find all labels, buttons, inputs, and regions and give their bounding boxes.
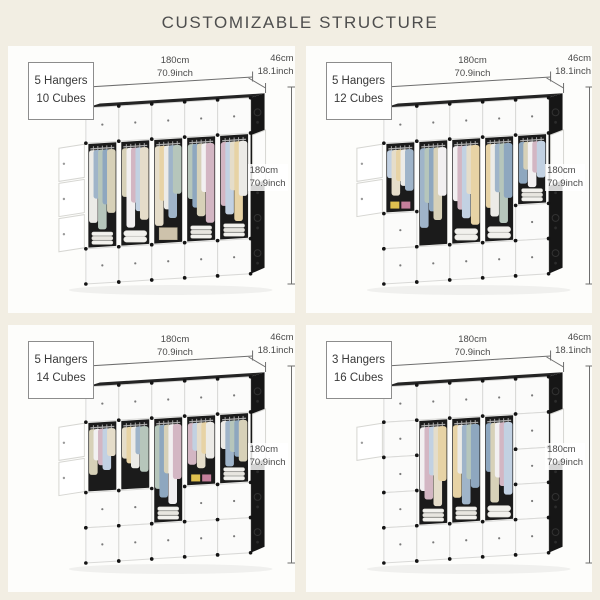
height-inch: 70.9inch <box>249 456 286 468</box>
height-cm: 180cm <box>547 165 576 176</box>
width-inch: 70.9inch <box>454 346 491 358</box>
wardrobe-illustration <box>58 350 295 574</box>
depth-inch: 18.1inch <box>555 344 591 356</box>
config-label-box: 5 Hangers 12 Cubes <box>325 62 392 120</box>
height-dimension-label: 180cm 70.9inch <box>247 164 288 192</box>
height-cm: 180cm <box>249 444 279 455</box>
config-label-box: 3 Hangers 16 Cubes <box>325 341 392 399</box>
depth-inch: 18.1inch <box>257 65 294 77</box>
depth-cm: 46cm <box>567 53 591 64</box>
page-title: CUSTOMIZABLE STRUCTURE <box>161 12 439 32</box>
height-cm: 180cm <box>547 444 576 455</box>
variant-panel-5h-12c: 5 Hangers 12 Cubes 180cm 70.9inch 46cm 1… <box>305 46 592 313</box>
wardrobe-illustration <box>58 71 295 295</box>
cube-count-label: 12 Cubes <box>333 92 384 105</box>
wardrobe-illustration <box>355 71 592 295</box>
hanger-count-label: 3 Hangers <box>331 354 386 366</box>
variant-panel-5h-14c: 5 Hangers 14 Cubes 180cm 70.9inch 46cm 1… <box>8 325 295 592</box>
cube-count-label: 10 Cubes <box>36 92 86 105</box>
depth-dimension-label: 46cm 18.1inch <box>258 53 294 78</box>
variant-grid: 5 Hangers 10 Cubes 180cm 70.9inch 46cm 1… <box>8 46 592 592</box>
height-dimension-label: 180cm 70.9inch <box>247 443 288 471</box>
depth-inch: 18.1inch <box>555 65 591 77</box>
hanger-count-label: 5 Hangers <box>34 75 88 87</box>
width-cm: 180cm <box>160 334 190 345</box>
hanger-count-label: 5 Hangers <box>331 75 386 87</box>
width-inch: 70.9inch <box>157 67 193 79</box>
variant-panel-5h-10c: 5 Hangers 10 Cubes 180cm 70.9inch 46cm 1… <box>8 46 295 313</box>
depth-cm: 46cm <box>270 53 294 64</box>
variant-panel-3h-16c: 3 Hangers 16 Cubes 180cm 70.9inch 46cm 1… <box>305 325 592 592</box>
config-label-box: 5 Hangers 10 Cubes <box>28 62 94 120</box>
width-dimension-label: 180cm 70.9inch <box>113 55 237 80</box>
width-cm: 180cm <box>458 334 487 345</box>
width-dimension-label: 180cm 70.9inch <box>113 334 237 359</box>
width-inch: 70.9inch <box>454 67 491 79</box>
depth-dimension-label: 46cm 18.1inch <box>555 53 591 78</box>
depth-inch: 18.1inch <box>257 344 294 356</box>
height-inch: 70.9inch <box>249 177 286 189</box>
width-dimension-label: 180cm 70.9inch <box>411 55 535 80</box>
width-cm: 180cm <box>160 55 190 66</box>
hanger-count-label: 5 Hangers <box>34 354 88 366</box>
depth-dimension-label: 46cm 18.1inch <box>258 332 294 357</box>
height-dimension-label: 180cm 70.9inch <box>545 164 585 192</box>
height-cm: 180cm <box>249 165 279 176</box>
depth-cm: 46cm <box>270 332 294 343</box>
width-dimension-label: 180cm 70.9inch <box>411 334 535 359</box>
depth-dimension-label: 46cm 18.1inch <box>555 332 591 357</box>
depth-cm: 46cm <box>567 332 591 343</box>
width-cm: 180cm <box>458 55 487 66</box>
width-inch: 70.9inch <box>157 346 193 358</box>
height-inch: 70.9inch <box>547 456 583 468</box>
config-label-box: 5 Hangers 14 Cubes <box>28 341 94 399</box>
page-header: CUSTOMIZABLE STRUCTURE <box>0 0 600 45</box>
height-inch: 70.9inch <box>547 177 583 189</box>
height-dimension-label: 180cm 70.9inch <box>545 443 585 471</box>
cube-count-label: 16 Cubes <box>333 371 384 384</box>
wardrobe-illustration <box>355 350 592 574</box>
cube-count-label: 14 Cubes <box>36 371 86 384</box>
